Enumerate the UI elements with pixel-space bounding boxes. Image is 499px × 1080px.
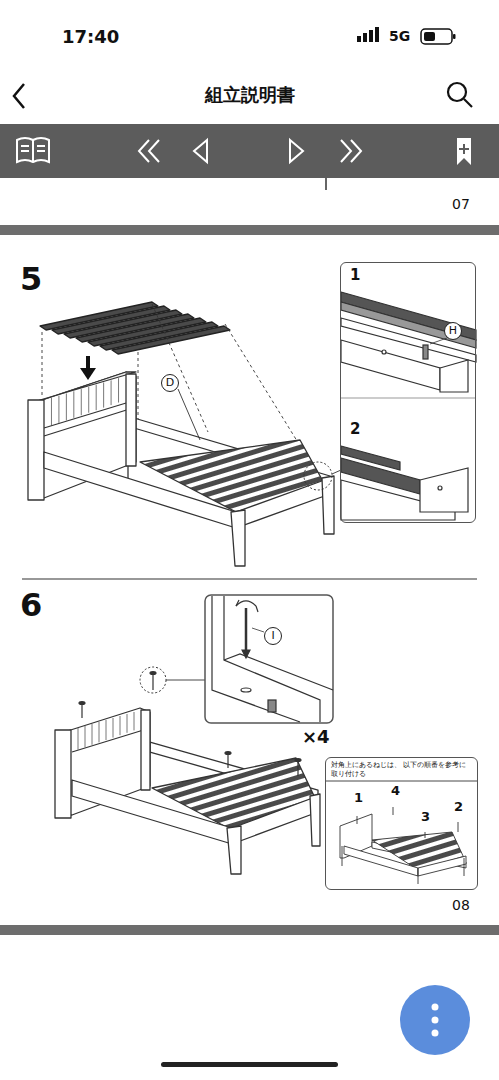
detail-inset: 1 2 H	[340, 262, 476, 523]
status-time: 17:40	[62, 27, 119, 47]
bed-frame	[28, 302, 341, 566]
signal-icon	[357, 27, 379, 42]
menu-button	[400, 985, 470, 1055]
bookmark-icon	[457, 138, 471, 165]
quantity: ×4	[302, 727, 330, 747]
callout-number: 2	[453, 800, 464, 814]
back-icon	[14, 84, 24, 108]
part-letter: H	[449, 325, 457, 337]
bed-frame	[55, 667, 320, 874]
part-letter: D	[166, 377, 174, 389]
detail-inset	[205, 595, 333, 723]
battery-icon	[421, 29, 456, 44]
toolbar	[0, 124, 499, 178]
note-box: 対角上にあるねじは、 以下の順番を参考に取り付ける 1 4 3 2	[325, 757, 478, 890]
callout-number: 4	[390, 784, 401, 798]
page-number: 08	[452, 898, 470, 913]
page	[0, 935, 499, 1080]
page-number: 07	[452, 197, 470, 212]
callout-number: 2	[349, 421, 361, 438]
step-number: 5	[20, 262, 42, 297]
detail-drawing	[340, 292, 476, 520]
page	[0, 235, 499, 925]
callout-letter: I	[264, 627, 282, 645]
viewer-ground	[0, 178, 499, 1080]
page-title: 組立説明書	[0, 85, 499, 105]
network-label: 5G	[389, 29, 410, 44]
toolbar-icons	[17, 138, 361, 162]
search-icon	[448, 83, 472, 107]
order-diagram	[325, 781, 478, 884]
callout-number: 3	[420, 810, 431, 824]
callout-letter: H	[444, 322, 462, 340]
detail-drawing	[212, 596, 333, 722]
step-number: 6	[20, 588, 42, 623]
part-letter: I	[271, 630, 274, 642]
home-indicator	[161, 1062, 338, 1067]
page	[0, 178, 499, 225]
callout-letter: D	[161, 374, 179, 392]
note-text: 対角上にあるねじは、 以下の順番を参考に取り付ける	[331, 761, 471, 779]
callout-number: 1	[353, 791, 364, 805]
callout-number: 1	[349, 267, 361, 284]
